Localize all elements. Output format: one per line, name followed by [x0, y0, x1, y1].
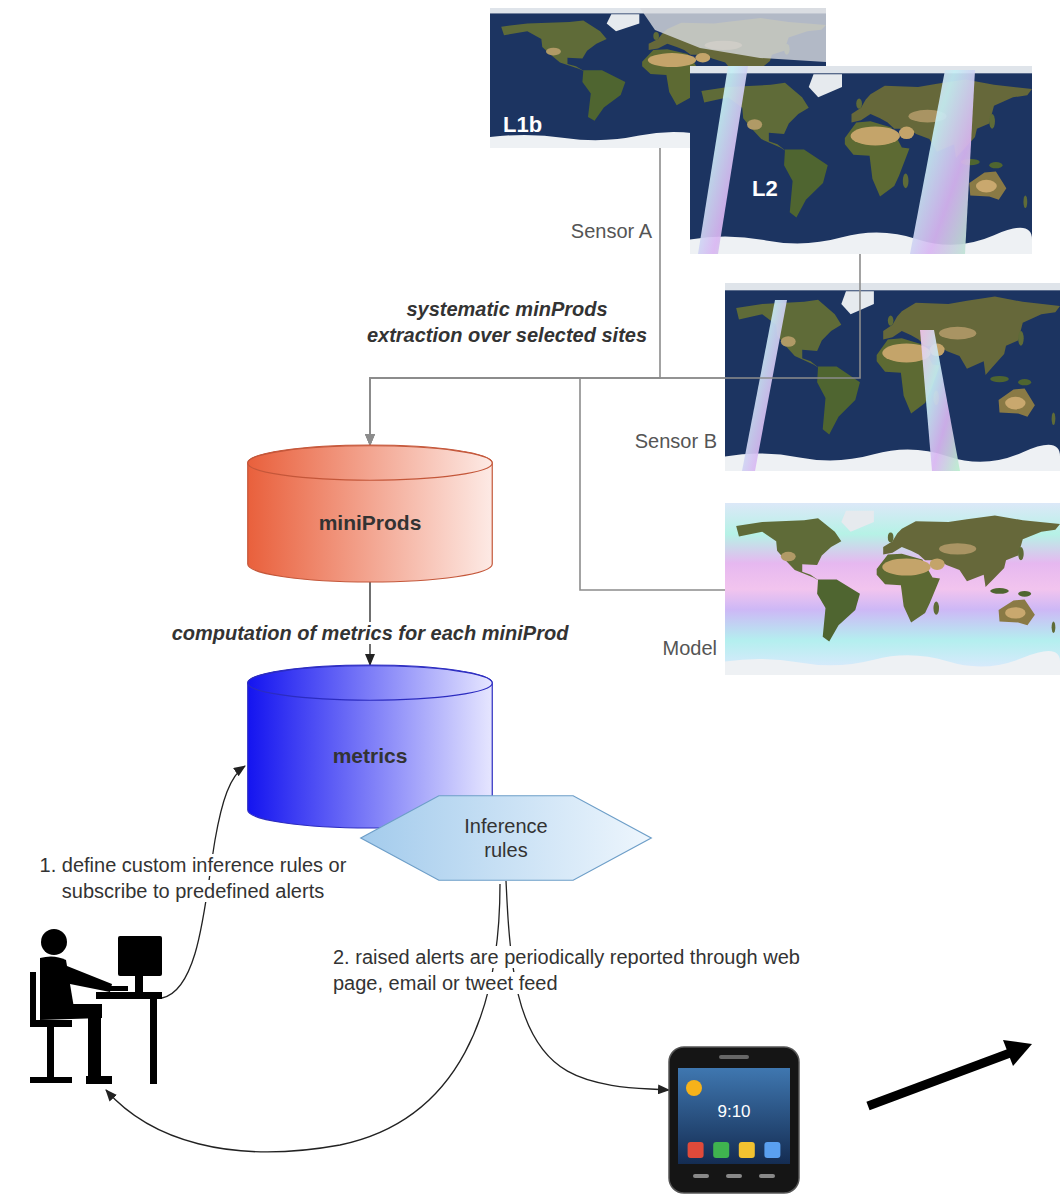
hex-outline: [360, 795, 652, 881]
swath: [742, 300, 787, 471]
phone-button: [759, 1174, 775, 1178]
flow-connector: [370, 148, 660, 445]
app-icon: [739, 1142, 755, 1158]
phone-screen: [678, 1068, 790, 1164]
flow-note: systematic minProds extraction over sele…: [367, 298, 647, 346]
map-label: L2: [752, 176, 778, 202]
step-note-box: 2. raised alerts are periodically report…: [333, 944, 823, 996]
phone-speaker: [719, 1055, 749, 1059]
store-label: metrics: [333, 744, 408, 768]
cylinder-top: [248, 446, 493, 481]
world-map: [690, 66, 1032, 254]
flow-connector: [370, 254, 860, 445]
phone-button: [693, 1174, 709, 1178]
clock-text: 9:10: [717, 1102, 750, 1122]
rule-hexagon: Inference rules: [360, 795, 652, 881]
store-label: miniProds: [319, 511, 422, 535]
satellite-map: L1b: [490, 8, 826, 148]
edge-label: computation of metrics for each miniProd: [170, 622, 571, 644]
world-map: [725, 283, 1060, 471]
cloud-overlay: [640, 8, 826, 62]
phone-body: [669, 1047, 799, 1193]
direction-arrow: [868, 1040, 1032, 1106]
user-icon: [30, 929, 162, 1084]
world-map: [725, 503, 1060, 675]
swath: [698, 66, 748, 254]
step-note: 2. raised alerts are periodically report…: [333, 946, 800, 994]
app-icon: [688, 1142, 704, 1158]
flow-note-box: systematic minProds extraction over sele…: [362, 296, 652, 348]
swath: [910, 70, 975, 254]
step-note: 1. define custom inference rules or subs…: [40, 854, 347, 902]
cylinder-body: [248, 445, 493, 582]
swath: [920, 330, 960, 471]
map-label: L1b: [503, 112, 542, 138]
sensor-label: Sensor A: [571, 220, 652, 242]
step-note-box: 1. define custom inference rules or subs…: [8, 852, 378, 904]
satellite-map: Sensor B: [725, 283, 1060, 471]
satellite-map: L2: [690, 66, 1032, 254]
edge-label-box: computation of metrics for each miniProd: [170, 622, 571, 645]
alert-arrow: [106, 884, 500, 1152]
app-icon: [713, 1142, 729, 1158]
store-cylinder: miniProds: [247, 445, 493, 582]
app-icon: [764, 1142, 780, 1158]
sensor-label-box: Sensor A: [452, 218, 652, 244]
hexagon-shape: [361, 796, 652, 881]
weather-icon: [686, 1080, 702, 1096]
rule-label: Inference rules: [451, 814, 561, 862]
forecast-map: Model: [725, 503, 1060, 675]
phone-device: 9:10: [668, 1046, 800, 1194]
phone-button: [726, 1174, 742, 1178]
cylinder-top: [248, 666, 493, 701]
